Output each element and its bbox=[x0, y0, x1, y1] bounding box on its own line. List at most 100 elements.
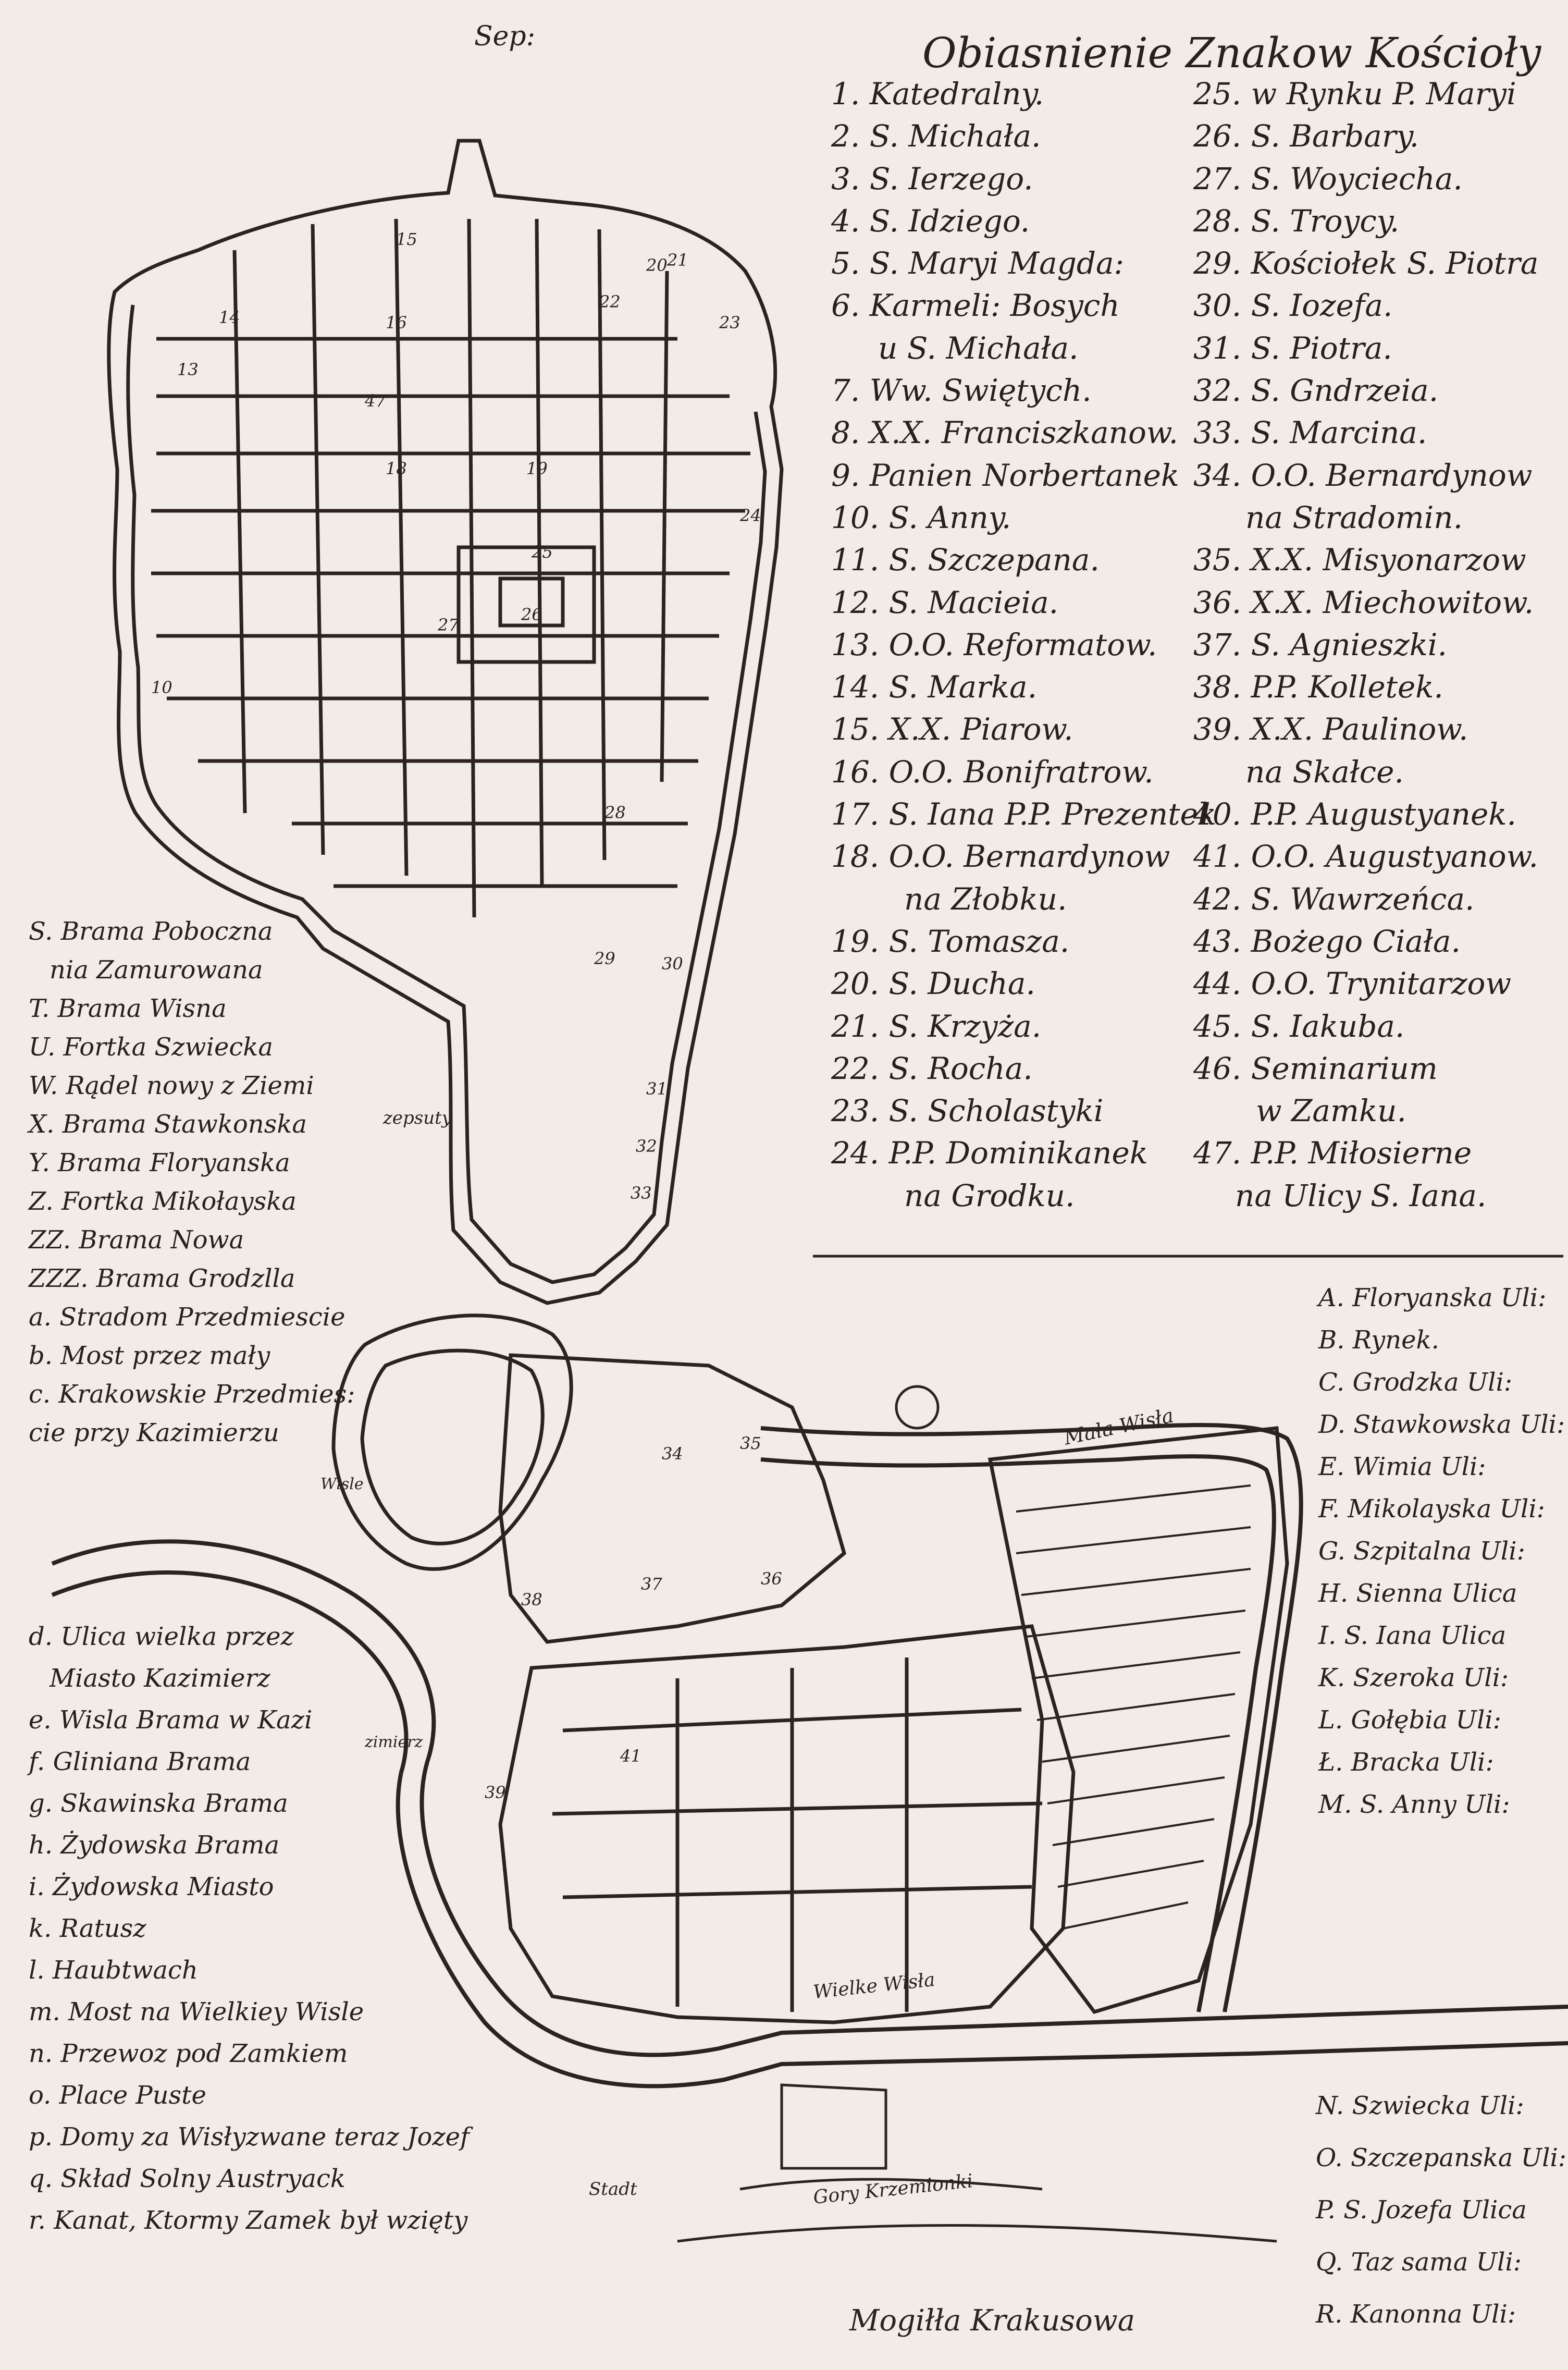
krzemionki-hill bbox=[677, 1385, 1277, 2243]
castle-wawel bbox=[331, 1313, 573, 1571]
church-entry: 14. S. Marka. bbox=[831, 669, 1038, 705]
street-entry: L. Gołębia Uli: bbox=[1318, 1705, 1501, 1735]
lower-entry: p. Domy za Wisłyzwane teraz Jozef bbox=[29, 2122, 470, 2152]
street-entry: K. Szeroka Uli: bbox=[1318, 1663, 1509, 1692]
street-grid bbox=[151, 218, 750, 918]
svg-text:28: 28 bbox=[604, 803, 626, 822]
svg-text:19: 19 bbox=[526, 459, 548, 478]
gate-note-zepsuty: zepsuty bbox=[383, 1108, 452, 1128]
street-entry: Ł. Bracka Uli: bbox=[1318, 1748, 1494, 1777]
church-entry: 43. Bożego Ciała. bbox=[1193, 923, 1461, 959]
street-entry: E. Wimia Uli: bbox=[1318, 1452, 1486, 1481]
street-entry: H. Sienna Ulica bbox=[1318, 1579, 1517, 1608]
lower-note-zimierz: zimierz bbox=[365, 1733, 423, 1751]
church-entry: u S. Michała. bbox=[878, 330, 1079, 366]
lower-legend: d. Ulica wielka przez Miasto Kazimierz e… bbox=[29, 1616, 470, 2241]
church-entry: 5. S. Maryi Magda: bbox=[831, 245, 1125, 281]
lower-entry: d. Ulica wielka przez bbox=[29, 1622, 294, 1651]
church-entry: 28. S. Troycy. bbox=[1193, 203, 1400, 239]
street-entry: B. Rynek. bbox=[1318, 1325, 1439, 1355]
church-entry: 12. S. Macieia. bbox=[831, 584, 1059, 620]
street-entry: P. S. Jozefa Ulica bbox=[1316, 2195, 1527, 2225]
church-entry: 30. S. Iozefa. bbox=[1193, 288, 1393, 324]
svg-text:16: 16 bbox=[386, 313, 407, 333]
church-entry: 34. O.O. Bernardynow bbox=[1193, 457, 1533, 493]
church-entry: 9. Panien Norbertanek bbox=[831, 457, 1180, 493]
lower-entry: k. Ratusz bbox=[29, 1914, 146, 1943]
street-entry: R. Kanonna Uli: bbox=[1316, 2300, 1516, 2329]
lower-entry: f. Gliniana Brama bbox=[29, 1747, 251, 1776]
svg-text:38: 38 bbox=[521, 1590, 542, 1610]
kazimierz-outline bbox=[498, 1624, 1076, 2024]
svg-text:18: 18 bbox=[386, 459, 407, 478]
compass-label: Sep: bbox=[474, 21, 536, 52]
church-entry: 2. S. Michała. bbox=[831, 118, 1041, 154]
church-entry: 44. O.O. Trynitarzow bbox=[1193, 966, 1512, 1002]
svg-text:35: 35 bbox=[740, 1433, 761, 1453]
lower-entry: n. Przewoz pod Zamkiem bbox=[29, 2039, 348, 2068]
church-entry: 36. X.X. Miechowitow. bbox=[1193, 584, 1534, 620]
legend-title: Obiasnienie Znakow Kościoły bbox=[922, 29, 1541, 77]
svg-text:39: 39 bbox=[485, 1783, 506, 1802]
church-entry: 41. O.O. Augustyanow. bbox=[1193, 839, 1538, 875]
lower-entry: i. Żydowska Miasto bbox=[29, 1872, 274, 1901]
church-entry: 16. O.O. Bonifratrow. bbox=[831, 754, 1154, 790]
church-entry: 37. S. Agnieszki. bbox=[1193, 627, 1447, 662]
mogila-label: Mogiłła Krakusowa bbox=[849, 2304, 1135, 2338]
streets-bottom-legend: N. Szwiecka Uli: O. Szczepanska Uli: P. … bbox=[1316, 2080, 1566, 2340]
gate-entry: ZZZ. Brama Grodzlla bbox=[29, 1264, 295, 1293]
gate-entry: X. Brama Stawkonska bbox=[29, 1110, 307, 1139]
lower-entry: l. Haubtwach bbox=[29, 1956, 198, 1985]
church-entry: 45. S. Iakuba. bbox=[1193, 1008, 1405, 1044]
river-wisla bbox=[51, 1423, 1568, 2089]
svg-text:23: 23 bbox=[719, 313, 740, 333]
church-entry: 17. S. Iana P.P. Prezentek bbox=[831, 796, 1217, 832]
svg-text:31: 31 bbox=[646, 1079, 668, 1099]
city-wall bbox=[107, 139, 784, 1305]
lower-entry: o. Place Puste bbox=[29, 2081, 206, 2110]
church-entry: 31. S. Piotra. bbox=[1193, 330, 1392, 366]
svg-text:41: 41 bbox=[620, 1746, 641, 1766]
svg-text:37: 37 bbox=[641, 1574, 662, 1594]
svg-text:22: 22 bbox=[599, 292, 621, 312]
svg-text:30: 30 bbox=[662, 954, 683, 974]
svg-text:34: 34 bbox=[662, 1444, 683, 1464]
gate-entry: b. Most przez mały bbox=[29, 1341, 270, 1370]
gate-entry: nia Zamurowana bbox=[50, 955, 263, 985]
church-entry: 32. S. Gndrzeia. bbox=[1193, 373, 1439, 409]
street-entry: A. Floryanska Uli: bbox=[1318, 1283, 1547, 1312]
lower-entry: h. Żydowska Brama bbox=[29, 1831, 280, 1860]
church-entry: 24. P.P. Dominikanek bbox=[831, 1135, 1148, 1171]
stradom-outline bbox=[498, 1353, 846, 1644]
church-entry: 3. S. Ierzego. bbox=[831, 161, 1033, 197]
churches-left-column: 1. Katedralny. 2. S. Michała. 3. S. Ierz… bbox=[831, 73, 1216, 1217]
lower-entry: r. Kanat, Ktormy Zamek był wzięty bbox=[29, 2206, 468, 2235]
gate-entry: U. Fortka Szwiecka bbox=[29, 1033, 273, 1062]
church-entry: 22. S. Rocha. bbox=[831, 1050, 1033, 1086]
church-entry: 15. X.X. Piarow. bbox=[831, 711, 1073, 747]
street-entry: O. Szczepanska Uli: bbox=[1316, 2143, 1566, 2172]
svg-text:27: 27 bbox=[437, 615, 459, 635]
svg-text:20: 20 bbox=[646, 255, 668, 275]
church-entry: 42. S. Wawrzeńca. bbox=[1193, 881, 1475, 917]
church-entry: 39. X.X. Paulinow. bbox=[1193, 711, 1468, 747]
church-entry: na Grodku. bbox=[904, 1177, 1075, 1213]
church-entry: na Złobku. bbox=[904, 881, 1067, 917]
church-entry: 40. P.P. Augustyanek. bbox=[1193, 796, 1516, 832]
lower-entry: Miasto Kazimierz bbox=[50, 1664, 270, 1693]
svg-text:36: 36 bbox=[761, 1569, 782, 1589]
church-markers: 15 20 21 22 23 14 16 13 47 18 19 24 25 2… bbox=[151, 229, 782, 1802]
gate-entry: cie przy Kazimierzu bbox=[29, 1418, 279, 1447]
church-entry: 13. O.O. Reformatow. bbox=[831, 627, 1157, 662]
gate-entry: S. Brama Poboczna bbox=[29, 917, 273, 946]
svg-text:13: 13 bbox=[177, 360, 199, 379]
lower-entry: q. Skład Solny Austryack bbox=[29, 2164, 345, 2193]
street-entry: M. S. Anny Uli: bbox=[1318, 1790, 1510, 1819]
churches-right-column: 25. w Rynku P. Maryi 26. S. Barbary. 27.… bbox=[1193, 73, 1538, 1217]
church-entry: 19. S. Tomasza. bbox=[831, 923, 1070, 959]
church-entry: 29. Kościołek S. Piotra bbox=[1193, 245, 1539, 281]
street-entry: I. S. Iana Ulica bbox=[1318, 1621, 1507, 1650]
field-hatching bbox=[1016, 1484, 1251, 1930]
street-entry: G. Szpitalna Uli: bbox=[1318, 1537, 1525, 1566]
